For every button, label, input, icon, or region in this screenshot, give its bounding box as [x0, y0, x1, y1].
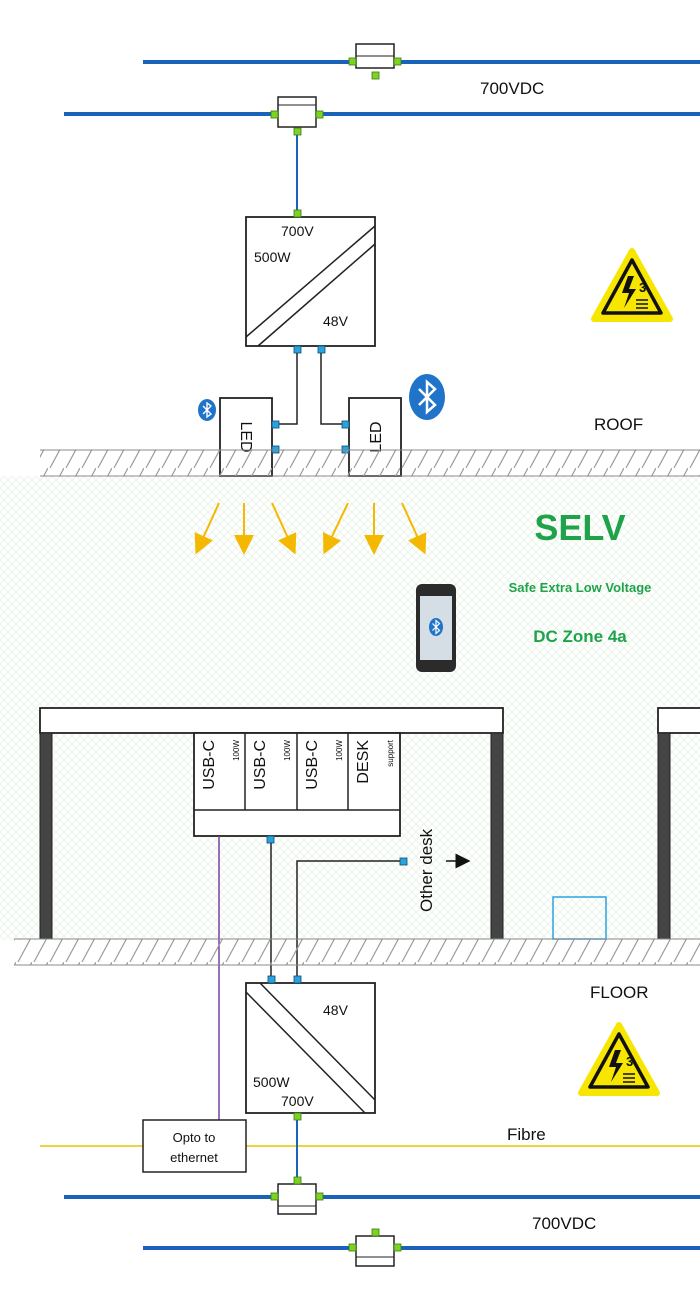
- selv-title: SELV: [534, 507, 625, 548]
- desk-port: USB-C 100W: [252, 740, 292, 790]
- port-label: DESK: [355, 740, 372, 784]
- converter-top-output: 48V: [323, 313, 349, 329]
- other-desk-label: Other desk: [417, 828, 436, 912]
- port-rating: 100W: [283, 740, 292, 761]
- fibre-label: Fibre: [507, 1125, 546, 1144]
- converter-bottom-input: 700V: [281, 1093, 314, 1109]
- desk-port: USB-C 100W: [201, 740, 241, 790]
- opto-label-line2: ethernet: [170, 1150, 218, 1165]
- high-voltage-warning-icon: 3: [591, 248, 673, 322]
- port-rating: support: [386, 739, 395, 766]
- converter-bottom: 48V 500W 700V: [245, 975, 376, 1121]
- svg-text:3: 3: [639, 280, 646, 295]
- converter-bottom-power: 500W: [253, 1074, 290, 1090]
- opto-label-line1: Opto to: [173, 1130, 216, 1145]
- converter-top: 700V 500W 48V: [245, 209, 376, 354]
- port-label: USB-C: [252, 740, 269, 790]
- bus-connector: [348, 43, 402, 80]
- port-label: USB-C: [201, 740, 218, 790]
- opto-ethernet-converter: Opto to ethernet: [142, 1119, 247, 1173]
- floor-slab: [14, 938, 700, 966]
- desk-partial-right: [657, 707, 700, 940]
- converter-top-power: 500W: [254, 249, 291, 265]
- converter-bottom-output: 48V: [323, 1002, 349, 1018]
- zone-label: DC Zone 4a: [533, 627, 627, 646]
- bus-connector: [348, 1228, 402, 1267]
- svg-text:3: 3: [626, 1054, 633, 1069]
- smartphone-icon: [416, 584, 456, 672]
- led-label-left: LED: [237, 421, 254, 452]
- bus-label-top: 700VDC: [480, 79, 544, 98]
- port-label: USB-C: [304, 740, 321, 790]
- bus-label-bottom: 700VDC: [532, 1214, 596, 1233]
- port-rating: 100W: [335, 740, 344, 761]
- desk: [39, 707, 504, 940]
- high-voltage-warning-icon: 3: [578, 1022, 660, 1096]
- bluetooth-icon: [409, 374, 445, 420]
- light-arrows: [194, 502, 427, 555]
- selv-description: Safe Extra Low Voltage: [509, 580, 652, 595]
- led-label-right: LED: [368, 421, 385, 452]
- floor-label: FLOOR: [590, 983, 649, 1002]
- roof-slab: [40, 449, 700, 477]
- bus-connector: [270, 1176, 324, 1215]
- bus-connector: [270, 96, 324, 136]
- desk-port: USB-C 100W: [304, 740, 344, 790]
- roof-label: ROOF: [594, 415, 643, 434]
- port-rating: 100W: [232, 740, 241, 761]
- desk-port: DESK support: [355, 739, 395, 783]
- bluetooth-icon: [198, 399, 216, 421]
- bottom-dc-bus: [64, 1176, 700, 1267]
- desk-power-module: [193, 732, 401, 844]
- converter-top-input: 700V: [281, 223, 314, 239]
- top-dc-bus: [64, 43, 700, 210]
